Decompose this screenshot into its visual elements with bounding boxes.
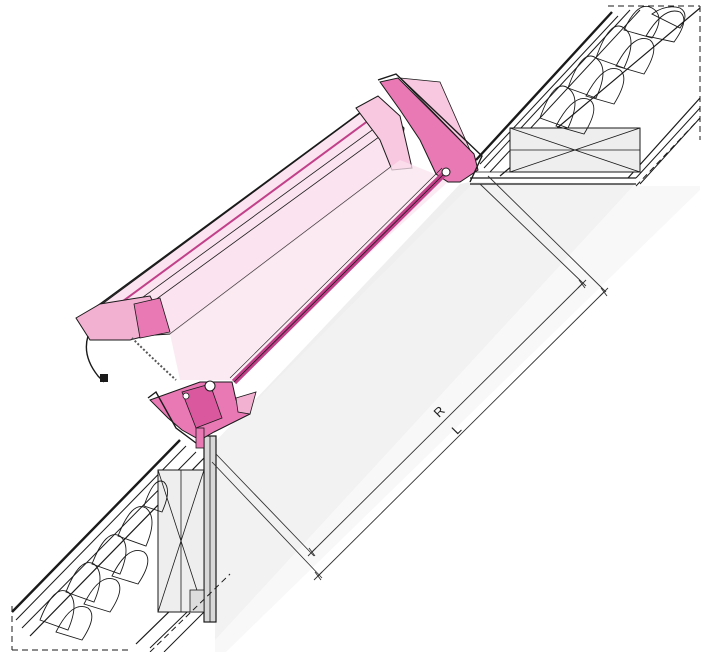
dimension-lines: [211, 175, 609, 581]
opening-swing-zone: [170, 160, 450, 380]
upper-insulation: [539, 5, 686, 135]
upper-roof-build-up: [470, 5, 701, 187]
opening-area-lower: [215, 186, 700, 652]
sash-chain: [131, 337, 177, 381]
dimension-line-r: [311, 283, 583, 553]
frame-top-block: [379, 77, 479, 183]
dimension-line-l: [317, 291, 605, 577]
window-frame: [147, 73, 483, 449]
sash-handle: [85, 335, 105, 383]
lower-insulation: [39, 480, 168, 641]
lower-roof-build-up: [11, 435, 231, 652]
window-sash: [75, 95, 413, 383]
